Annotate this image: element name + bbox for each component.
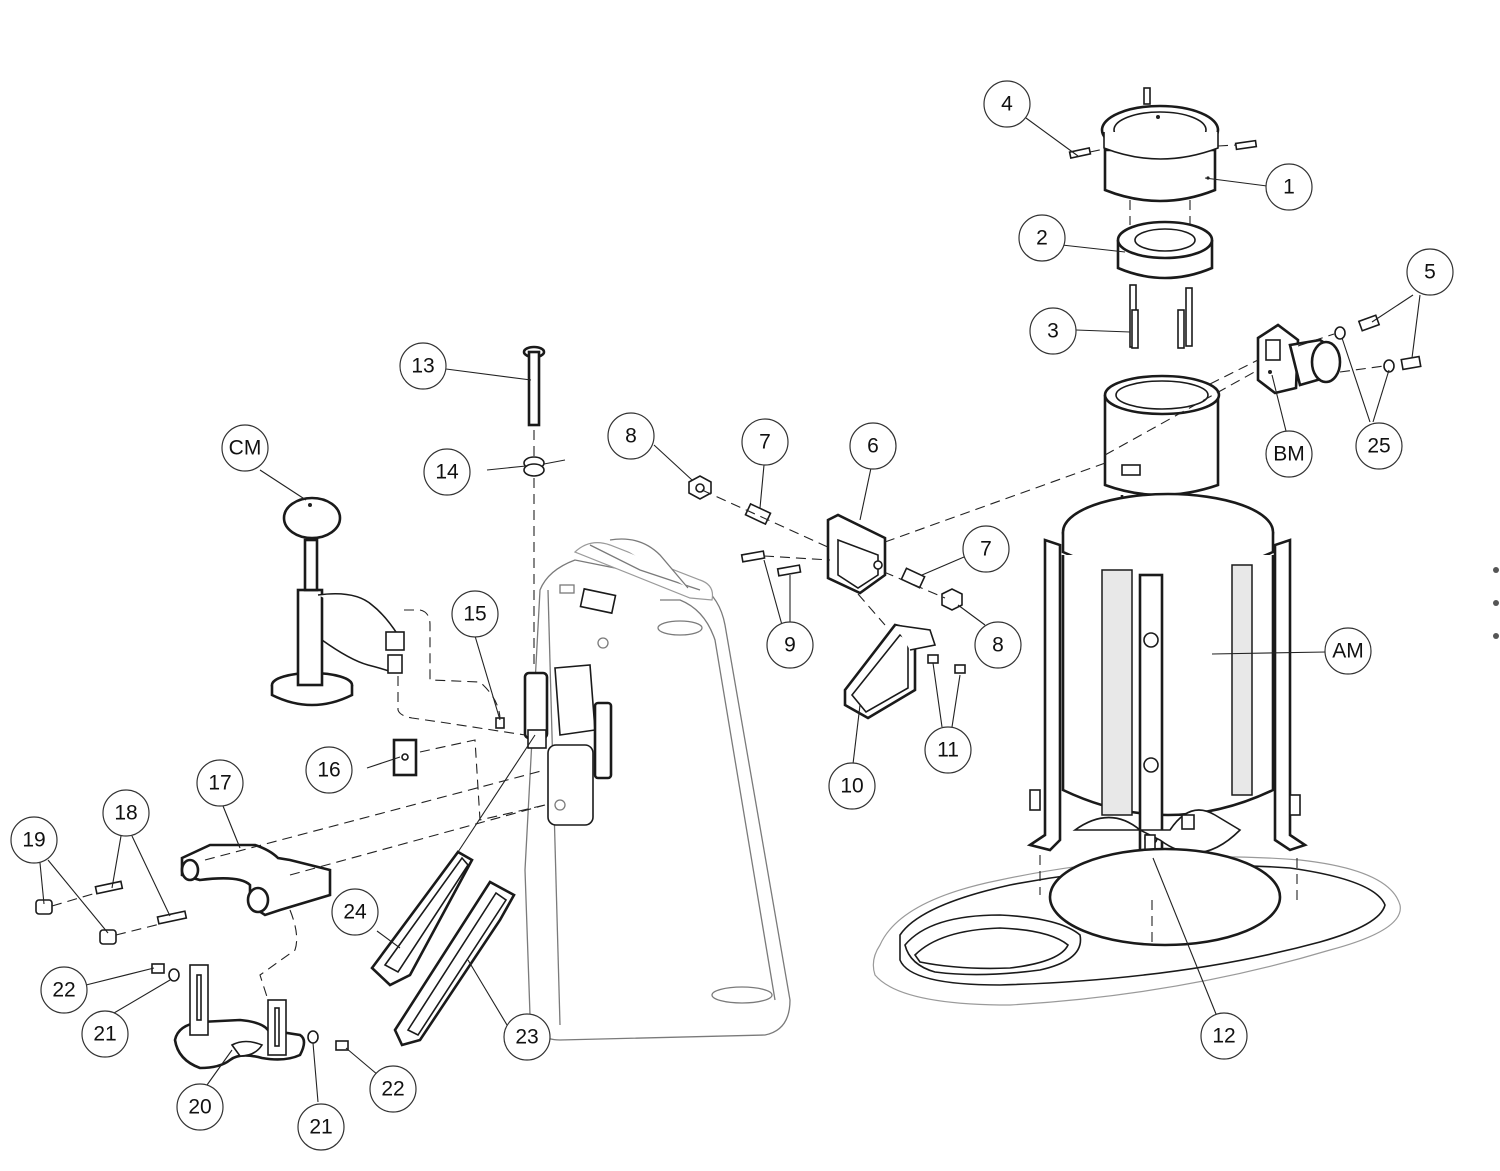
callout-label: AM (1332, 640, 1364, 663)
callout-label: 5 (1424, 261, 1436, 284)
callout-label: 14 (435, 461, 459, 484)
screw-part-18 (94, 880, 188, 925)
plate-part-16 (392, 738, 546, 821)
clamp-part-17 (180, 769, 546, 1001)
callout-label: 4 (1001, 93, 1013, 116)
bolts-part-3 (1129, 284, 1193, 349)
bracket-part-6 (826, 461, 1109, 626)
callout-label: 8 (625, 425, 637, 448)
callout-24: 24 (331, 888, 379, 936)
callout-label: 6 (867, 435, 879, 458)
more-options-icon[interactable] (1493, 567, 1499, 639)
guide-part-24 (370, 734, 536, 987)
nut-part-8 (688, 475, 963, 611)
callout-label: 21 (309, 1116, 332, 1139)
callout-17: 17 (196, 759, 244, 807)
spacer-part-7 (744, 502, 926, 589)
callout-CM: CM (221, 424, 269, 472)
callout-label: 15 (463, 603, 486, 626)
callout-5: 5 (1406, 248, 1454, 296)
callout-11: 11 (924, 726, 972, 774)
motor-assembly-AM (1026, 538, 1308, 897)
callout-label: 20 (188, 1096, 211, 1119)
leader-lines (39, 117, 1421, 1103)
callout-label: 25 (1367, 435, 1390, 458)
callout-16: 16 (305, 746, 353, 794)
callout-15: 15 (451, 590, 499, 638)
callout-label: 17 (208, 772, 231, 795)
callout-label: 22 (52, 979, 75, 1002)
callout-21-left: 21 (81, 1010, 129, 1058)
screw-part-9 (701, 489, 946, 599)
callout-label: 11 (937, 739, 959, 762)
callout-18: 18 (102, 789, 150, 837)
callout-label: 24 (343, 901, 367, 924)
callout-21-right: 21 (297, 1103, 345, 1151)
fasteners-part-5-25 (1297, 314, 1422, 373)
callout-label: BM (1273, 443, 1305, 466)
base-plate (872, 847, 1401, 1006)
callout-8-upper: 8 (607, 412, 655, 460)
callout-7-upper: 7 (741, 418, 789, 466)
callout-label: 2 (1036, 227, 1048, 250)
callout-22-right: 22 (369, 1065, 417, 1113)
callout-label: 22 (381, 1078, 404, 1101)
callout-8-lower: 8 (974, 621, 1022, 669)
callout-label: 16 (317, 759, 340, 782)
callout-label: 12 (1212, 1025, 1235, 1048)
callout-25: 25 (1355, 422, 1403, 470)
hopper-lid-part-1 (1100, 104, 1220, 225)
callout-label: 18 (114, 802, 137, 825)
callout-10: 10 (828, 762, 876, 810)
callout-label: 8 (992, 634, 1004, 657)
callout-AM: AM (1324, 627, 1372, 675)
callout-14: 14 (423, 448, 471, 496)
collar-part-2 (1116, 220, 1214, 280)
callout-label: 21 (93, 1023, 116, 1046)
callout-20: 20 (176, 1083, 224, 1131)
doser-housing (523, 538, 791, 1041)
guide-part-23 (393, 880, 516, 1047)
spring-part-14 (523, 456, 566, 477)
callout-1: 1 (1265, 163, 1313, 211)
callout-label: CM (229, 437, 262, 460)
callout-23: 23 (503, 1013, 551, 1061)
callout-7-lower: 7 (962, 525, 1010, 573)
callout-13: 13 (399, 342, 447, 390)
screw-part-4 (1068, 87, 1258, 159)
callout-22-left: 22 (40, 966, 88, 1014)
callout-3: 3 (1029, 307, 1077, 355)
bracket-part-20 (173, 964, 306, 1070)
cap-part-19 (35, 892, 161, 945)
callout-9: 9 (766, 621, 814, 669)
callout-label: 3 (1047, 320, 1059, 343)
callout-BM: BM (1265, 430, 1313, 478)
callout-label: 23 (515, 1026, 538, 1049)
callout-label: 10 (840, 775, 863, 798)
burr-module-BM (1104, 323, 1342, 456)
callout-label: 13 (411, 355, 434, 378)
callout-12: 12 (1200, 1012, 1248, 1060)
grinding-chamber (1061, 374, 1275, 578)
callout-label: 7 (980, 538, 992, 561)
knob-assembly-CM (270, 496, 526, 736)
callout-label: 1 (1283, 176, 1295, 199)
callout-label: 9 (784, 634, 796, 657)
callout-2: 2 (1018, 214, 1066, 262)
chute-part-10 (843, 623, 966, 720)
callout-4: 4 (983, 80, 1031, 128)
pin-part-15 (495, 717, 505, 729)
callout-6: 6 (849, 422, 897, 470)
callout-19: 19 (10, 816, 58, 864)
callout-label: 19 (22, 829, 45, 852)
callout-label: 7 (759, 431, 771, 454)
